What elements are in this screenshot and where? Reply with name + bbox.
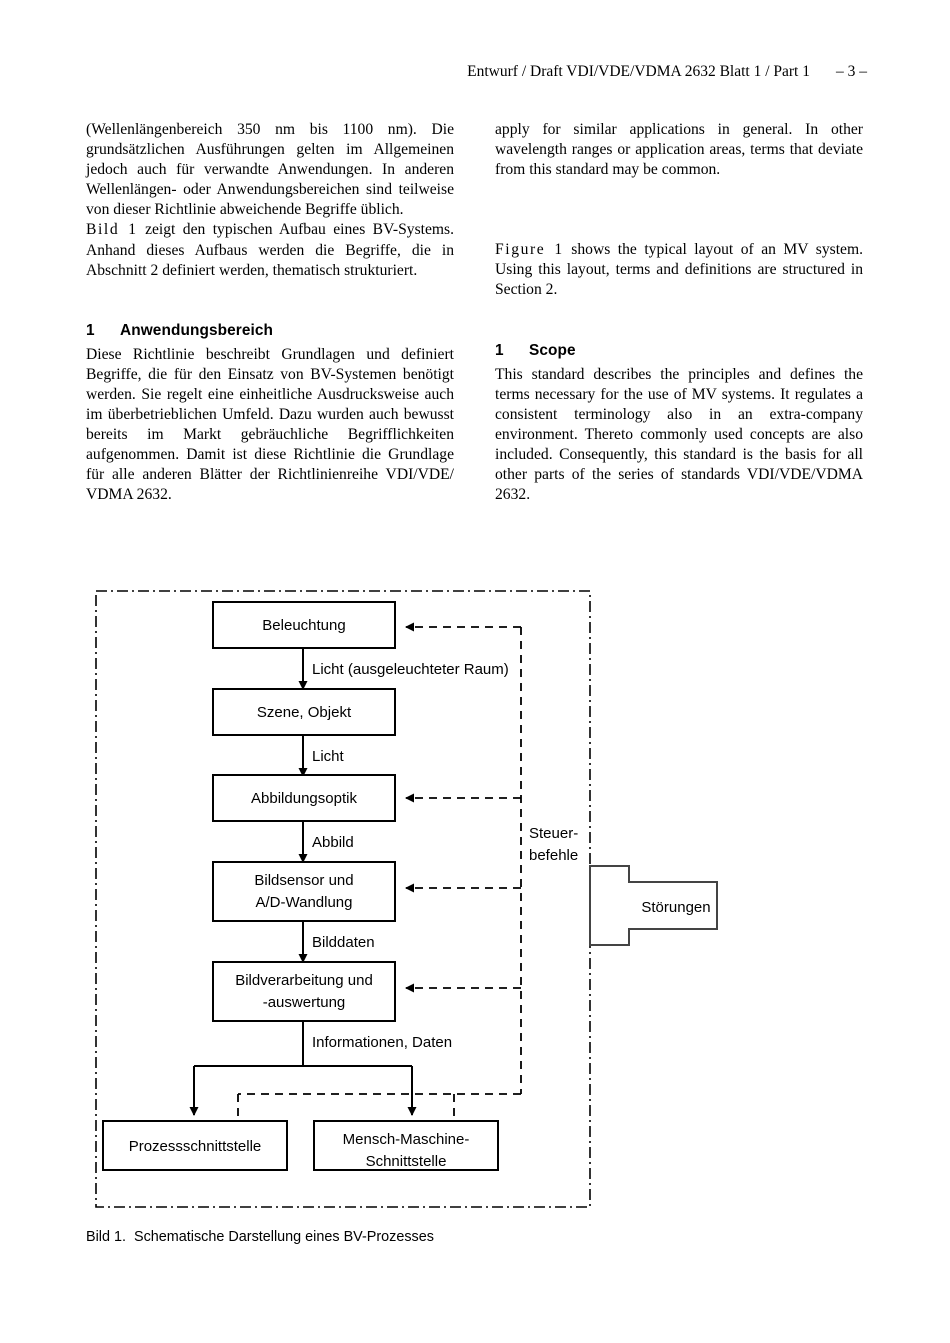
right-section-number: 1 bbox=[495, 341, 504, 359]
box-mensch-maschine-label-line1: Mensch-Maschine- bbox=[343, 1131, 470, 1148]
box-bildsensor bbox=[212, 861, 396, 922]
left-paragraph-2: Bild 1 zeigt den typischen Aufbau eines … bbox=[86, 220, 454, 280]
figure-bv-prozess: Beleuchtung Szene, Objekt Abbildungsopti… bbox=[86, 585, 868, 1225]
right-section-body: This standard describes the principles a… bbox=[495, 365, 863, 504]
left-section-title: Anwendungsbereich bbox=[120, 321, 274, 339]
right-section-heading: 1 Scope bbox=[495, 341, 863, 361]
running-header: Entwurf / Draft VDI/VDE/VDMA 2632 Blatt … bbox=[85, 62, 867, 82]
box-bildverarbeitung-label-line1: Bildverarbeitung und bbox=[235, 972, 373, 989]
right-paragraph-2-text: shows the typical layout of an MV system… bbox=[495, 241, 863, 299]
right-paragraph-2: Figure 1 shows the typical layout of an … bbox=[495, 240, 863, 300]
right-paragraph-1: apply for similar applications in genera… bbox=[495, 121, 863, 179]
figure-1-reference: Figure 1 bbox=[495, 241, 564, 259]
left-column-gap bbox=[86, 281, 454, 321]
right-column-gap-1 bbox=[495, 180, 863, 240]
box-bildsensor-label-line2: A/D-Wandlung bbox=[256, 894, 353, 911]
left-text-column: (Wellenlängenbereich 350 nm bis 1100 nm)… bbox=[86, 120, 454, 506]
edge-label-bilddaten: Bilddaten bbox=[312, 934, 375, 951]
box-bildsensor-label-line1: Bildsensor und bbox=[254, 872, 353, 889]
left-paragraph-2-text: zeigt den typischen Aufbau eines BV-Syst… bbox=[86, 221, 454, 279]
annotation-steuerbefehle-line1: Steuer- bbox=[529, 825, 578, 842]
right-column-gap-2 bbox=[495, 301, 863, 341]
left-paragraph-1: (Wellenlängenbereich 350 nm bis 1100 nm)… bbox=[86, 121, 454, 219]
box-prozessschnittstelle-label: Prozessschnittstelle bbox=[129, 1138, 262, 1155]
page-number: – 3 – bbox=[836, 63, 867, 80]
box-abbildungsoptik bbox=[212, 774, 396, 822]
figure-caption-text: Schematische Darstellung eines BV-Prozes… bbox=[134, 1229, 434, 1245]
edge-label-abbild: Abbild bbox=[312, 834, 354, 851]
annotation-steuerbefehle-line2: befehle bbox=[529, 847, 578, 864]
right-text-column: apply for similar applications in genera… bbox=[495, 120, 863, 505]
edge-label-informationen-daten: Informationen, Daten bbox=[312, 1034, 452, 1051]
box-abbildungsoptik-label: Abbildungsoptik bbox=[251, 790, 357, 807]
right-section-title: Scope bbox=[529, 341, 576, 359]
edge-label-licht: Licht bbox=[312, 748, 345, 765]
box-bildverarbeitung-label-line2: -auswertung bbox=[263, 994, 346, 1011]
box-prozessschnittstelle bbox=[102, 1120, 288, 1171]
bild-1-reference: Bild 1 bbox=[86, 221, 138, 239]
box-beleuchtung-label: Beleuchtung bbox=[262, 617, 345, 634]
figure-caption-label: Bild 1. bbox=[86, 1229, 126, 1245]
stoerungen-arrow-shape bbox=[589, 865, 718, 946]
box-szene-objekt-label: Szene, Objekt bbox=[257, 704, 352, 721]
box-szene-objekt bbox=[212, 688, 396, 736]
box-beleuchtung bbox=[212, 601, 396, 649]
left-section-number: 1 bbox=[86, 321, 95, 339]
edge-label-licht-raum: Licht (ausgeleuchteter Raum) bbox=[312, 661, 509, 678]
left-section-heading: 1 Anwendungsbereich bbox=[86, 321, 454, 341]
header-title: Entwurf / Draft VDI/VDE/VDMA 2632 Blatt … bbox=[467, 63, 810, 80]
box-mensch-maschine-schnittstelle bbox=[313, 1120, 499, 1171]
box-mensch-maschine-label-line2: Schnittstelle bbox=[366, 1153, 447, 1170]
box-bildverarbeitung bbox=[212, 961, 396, 1022]
left-section-body: Diese Richtlinie beschreibt Grundlagen u… bbox=[86, 345, 454, 504]
stoerungen-label: Störungen bbox=[641, 899, 710, 916]
figure-caption: Bild 1. Schematische Darstellung eines B… bbox=[86, 1228, 434, 1247]
